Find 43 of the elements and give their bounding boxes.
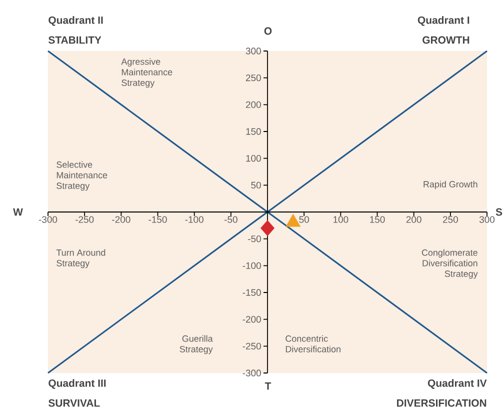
tick-label: 50 <box>251 182 261 189</box>
tick-label: 100 <box>246 154 261 162</box>
tick-label: 200 <box>246 101 261 108</box>
quadrant-label: Quadrant I <box>418 16 470 26</box>
strategy-label: Guerilla Strategy <box>180 335 213 354</box>
tick-label: -200 <box>242 316 261 323</box>
tick-label: -300 <box>242 370 261 376</box>
tick-label: -100 <box>242 262 261 270</box>
strategy-label: Agressive Maintenance Strategy <box>121 58 172 88</box>
quadrant-label: DIVERSIFICATION <box>397 399 486 407</box>
tick-label: 250 <box>443 216 458 223</box>
quadrant-label: Quadrant II <box>48 16 103 26</box>
strategy-label: Selective Maintenance Strategy <box>56 161 108 191</box>
quadrant-label: STABILITY <box>48 36 102 44</box>
tick-label: -250 <box>76 216 94 223</box>
tick-label: -150 <box>242 289 261 296</box>
tick-label: -200 <box>112 216 130 223</box>
quadrant-label: Quadrant IV <box>428 379 487 389</box>
tick-label: -50 <box>248 235 261 242</box>
tick-label: -150 <box>148 216 167 223</box>
quadrant-label: SURVIVAL <box>48 399 100 407</box>
strategy-label: Concentric Diversification <box>286 335 340 352</box>
tick-label: 50 <box>299 216 309 223</box>
strategy-label: Turn Around Strategy <box>56 249 106 268</box>
tick-label: -250 <box>242 342 261 350</box>
tick-label: 100 <box>334 216 348 223</box>
tick-label: 150 <box>246 128 261 135</box>
tick-label: 150 <box>370 216 385 223</box>
strategy-label: Rapid Growth <box>424 180 478 190</box>
quadrant-label: GROWTH <box>422 36 470 44</box>
quadrant-label: O <box>264 27 272 35</box>
tick-label: 300 <box>246 48 261 54</box>
tick-label: 300 <box>479 216 495 223</box>
tick-label: -100 <box>185 216 204 223</box>
quadrant-label: W <box>13 208 23 216</box>
quadrant-label: S <box>496 208 502 216</box>
tick-label: -300 <box>38 216 58 223</box>
quadrant-label: Quadrant III <box>48 379 106 389</box>
quadrant-label: T <box>264 382 272 390</box>
tick-label: 250 <box>246 74 261 82</box>
strategy-label: Conglomerate Diversification Strategy <box>422 249 478 279</box>
tick-label: 200 <box>406 216 422 223</box>
tick-label: -50 <box>224 216 238 223</box>
